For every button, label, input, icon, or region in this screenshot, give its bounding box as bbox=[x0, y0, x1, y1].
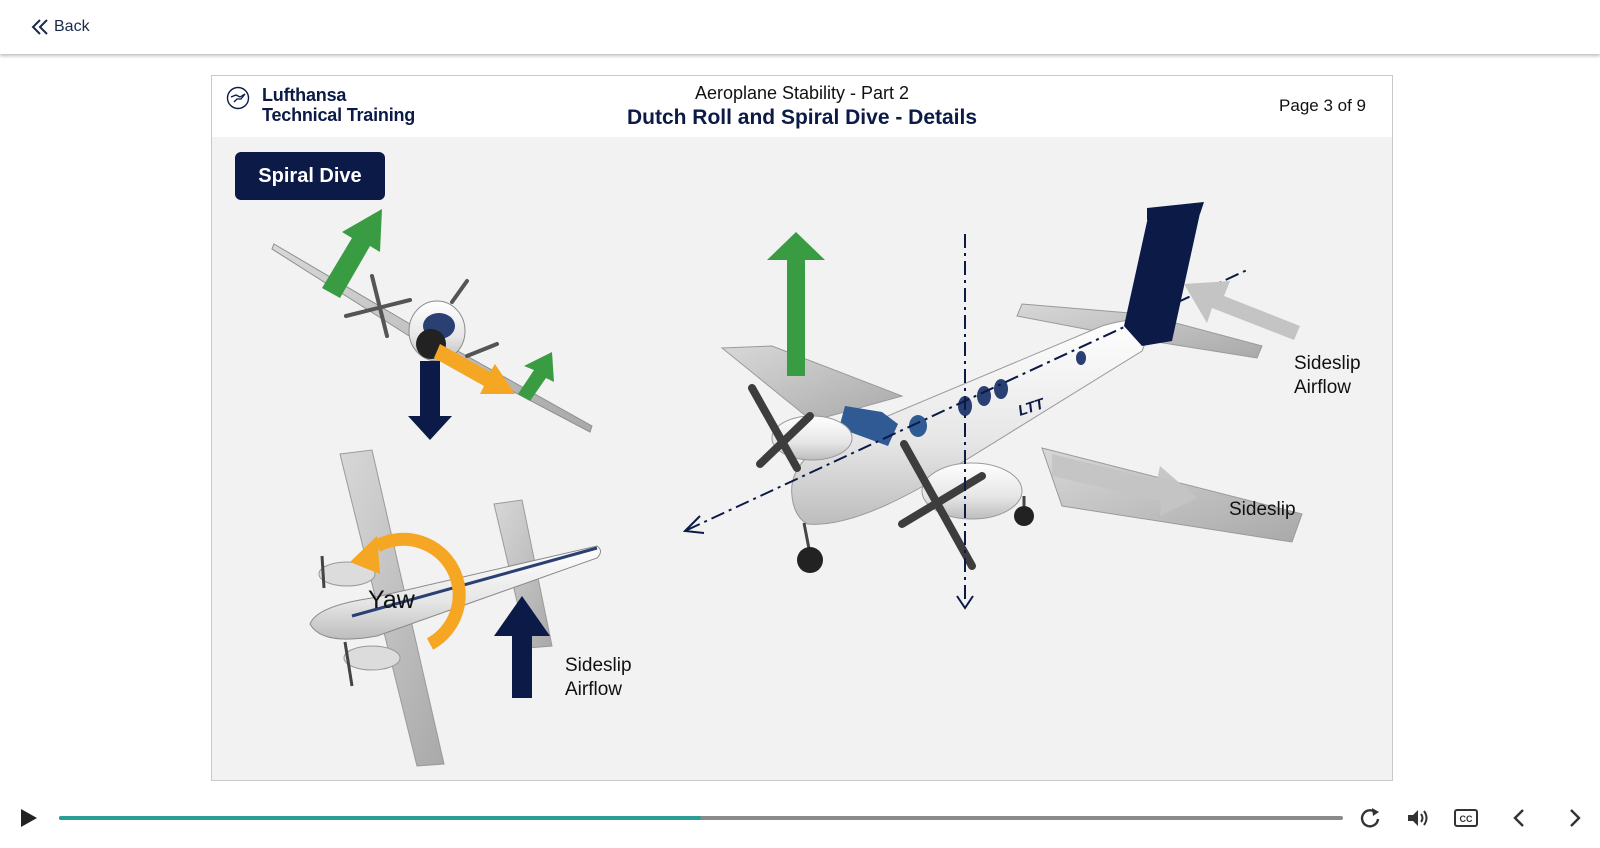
weight-arrow bbox=[408, 361, 452, 440]
play-icon[interactable] bbox=[16, 806, 40, 830]
lufthansa-logo: Lufthansa Technical Training bbox=[226, 85, 415, 125]
sideslip-airflow-label-bottom: Sideslip Airflow bbox=[565, 654, 632, 702]
brand-line-2: Technical Training bbox=[262, 105, 416, 125]
sideslip-label: Sideslip bbox=[1229, 499, 1296, 520]
slide-title: Dutch Roll and Spiral Dive - Details bbox=[626, 106, 978, 129]
yaw-label: Yaw bbox=[368, 586, 415, 614]
replay-icon[interactable] bbox=[1356, 804, 1384, 832]
next-icon[interactable] bbox=[1560, 804, 1588, 832]
player-controls: CC bbox=[0, 790, 1600, 848]
sideslip-airflow-label-bottom-line-2: Airflow bbox=[565, 679, 623, 700]
previous-icon[interactable] bbox=[1506, 804, 1534, 832]
back-label: Back bbox=[54, 18, 90, 35]
lift-arrow-left-wing bbox=[322, 209, 382, 298]
sideslip-arrow bbox=[1052, 454, 1197, 516]
yaw-arrow-head bbox=[350, 536, 380, 574]
sideslip-force-arrow bbox=[434, 344, 515, 394]
sideslip-airflow-arrow-bottom bbox=[494, 596, 550, 698]
back-button[interactable]: Back bbox=[30, 14, 90, 40]
lift-arrow-3d bbox=[767, 232, 825, 376]
top-bar: Back bbox=[0, 0, 1600, 54]
sideslip-airflow-arrow-right bbox=[1184, 281, 1300, 340]
slide-header: Lufthansa Technical Training Aeroplane S… bbox=[212, 76, 1392, 137]
crane-logo-icon bbox=[226, 86, 250, 110]
progress-bar[interactable] bbox=[59, 816, 1343, 820]
lift-arrow-right-wing bbox=[518, 352, 554, 401]
closed-captions-icon[interactable]: CC bbox=[1452, 804, 1480, 832]
page-indicator: Page 3 of 9 bbox=[1279, 96, 1366, 115]
yaw-rotation-arrow bbox=[373, 532, 466, 650]
progress-fill bbox=[59, 816, 701, 820]
svg-text:CC: CC bbox=[1460, 814, 1473, 824]
aircraft-3d-view: LTT bbox=[720, 202, 1303, 573]
sideslip-airflow-label-right: Sideslip Airflow bbox=[1294, 352, 1361, 400]
spiral-dive-badge: Spiral Dive bbox=[235, 152, 385, 200]
slide-subtitle: Aeroplane Stability - Part 2 bbox=[694, 83, 910, 103]
longitudinal-axis bbox=[686, 269, 1248, 531]
volume-icon[interactable] bbox=[1403, 804, 1431, 832]
brand-line-1: Lufthansa bbox=[262, 85, 347, 105]
sideslip-airflow-label-right-line-1: Sideslip bbox=[1294, 353, 1361, 374]
diagram-scene: LTT bbox=[271, 202, 1303, 767]
slide: Lufthansa Technical Training Aeroplane S… bbox=[211, 75, 1393, 781]
sideslip-airflow-label-right-line-2: Airflow bbox=[1294, 377, 1352, 398]
sideslip-airflow-label-bottom-line-1: Sideslip bbox=[565, 655, 632, 676]
back-chevron-icon bbox=[31, 19, 48, 35]
